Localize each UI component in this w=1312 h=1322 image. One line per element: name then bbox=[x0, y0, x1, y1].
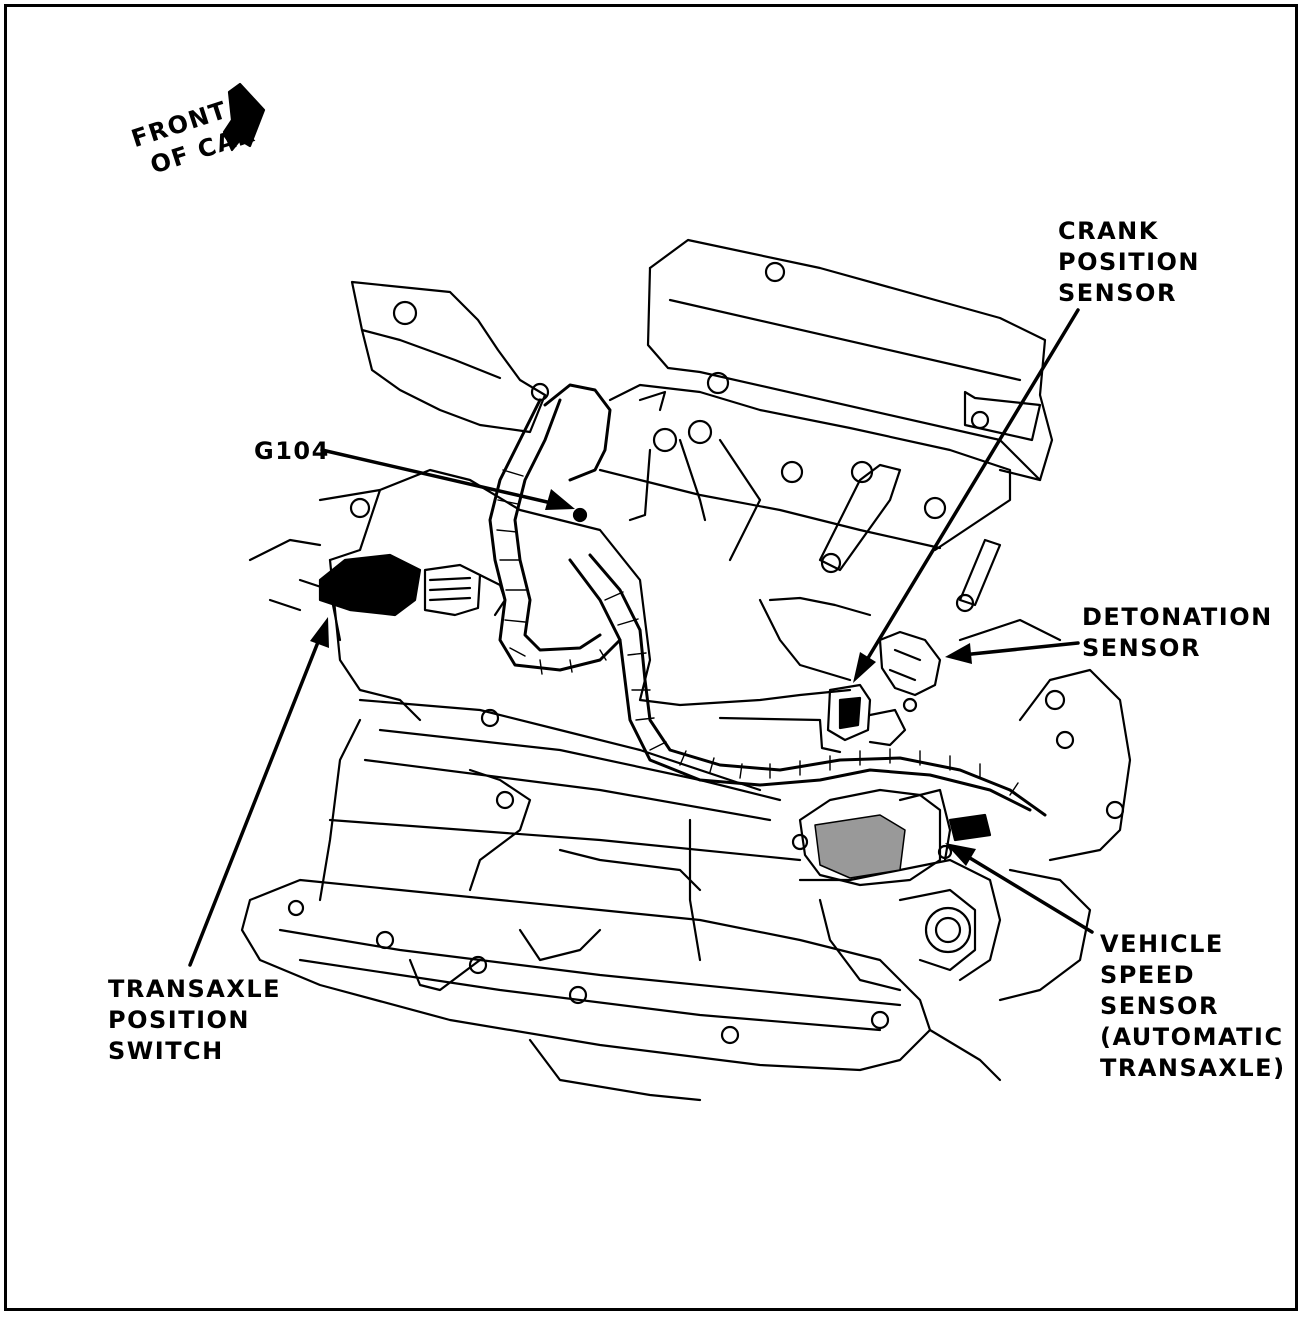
g104-label: G104 bbox=[254, 436, 330, 467]
detonation-sensor bbox=[878, 630, 942, 713]
label-line: DETONATION bbox=[1082, 603, 1273, 631]
wiring-harness bbox=[488, 383, 1047, 817]
label-line: G104 bbox=[254, 437, 330, 465]
label-line: TRANSAXLE bbox=[108, 975, 282, 1003]
label-line: TRANSAXLE) bbox=[1100, 1054, 1286, 1082]
label-line: POSITION bbox=[108, 1006, 250, 1034]
label-line: (AUTOMATIC bbox=[1100, 1023, 1284, 1051]
label-line: SENSOR bbox=[1100, 992, 1219, 1020]
vehicle-speed-sensor-label: VEHICLE SPEED SENSOR (AUTOMATIC TRANSAXL… bbox=[1100, 929, 1286, 1084]
diagram-frame bbox=[4, 4, 1298, 1311]
g104-ground-point bbox=[572, 507, 588, 523]
label-line: SENSOR bbox=[1058, 279, 1177, 307]
label-line: CRANK bbox=[1058, 217, 1159, 245]
crank-position-sensor-label: CRANK POSITION SENSOR bbox=[1058, 216, 1200, 309]
oil-pan bbox=[240, 878, 1002, 1102]
label-line: SPEED bbox=[1100, 961, 1196, 989]
transaxle-position-switch bbox=[318, 553, 507, 617]
leader-lines bbox=[188, 308, 1094, 967]
engine-block bbox=[248, 468, 872, 754]
label-line: SWITCH bbox=[108, 1037, 224, 1065]
label-line: VEHICLE bbox=[1100, 930, 1224, 958]
transaxle-case bbox=[318, 698, 802, 962]
leader-arrowheads bbox=[310, 489, 976, 866]
label-line: SENSOR bbox=[1082, 634, 1201, 662]
harness-ribbing bbox=[496, 469, 1019, 796]
label-line: POSITION bbox=[1058, 248, 1200, 276]
transaxle-position-switch-label: TRANSAXLE POSITION SWITCH bbox=[108, 974, 281, 1067]
right-housing bbox=[798, 618, 1132, 1002]
intake-manifold bbox=[598, 383, 1012, 613]
crank-position-sensor bbox=[826, 683, 907, 747]
valve-cover bbox=[646, 238, 1054, 482]
front-direction-arrow-icon bbox=[222, 82, 266, 152]
vehicle-speed-sensor bbox=[791, 788, 992, 887]
mount-bracket bbox=[350, 280, 550, 434]
detonation-sensor-label: DETONATION SENSOR bbox=[1082, 602, 1273, 664]
